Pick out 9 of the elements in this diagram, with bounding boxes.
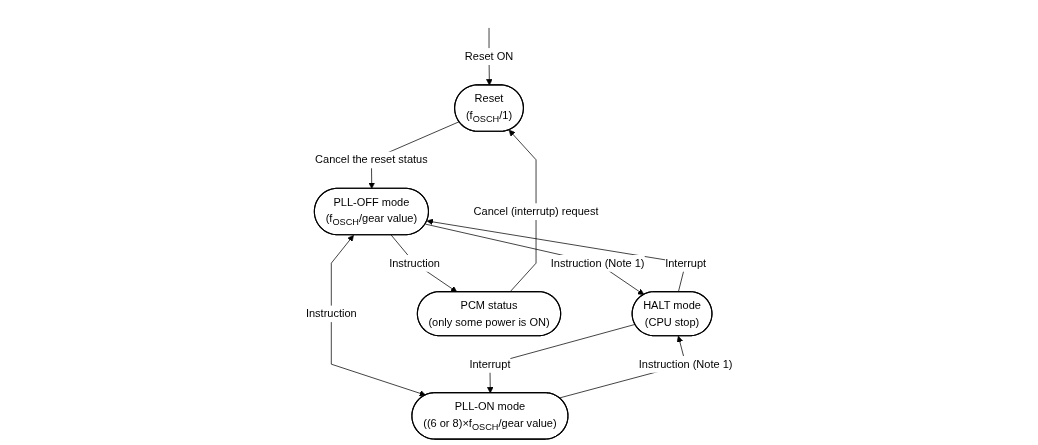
edge-label: Cancel (interrutp) request bbox=[473, 204, 599, 218]
edge-label: Instruction bbox=[305, 306, 357, 320]
edge-label: Interrupt bbox=[664, 256, 706, 269]
edge-label: Instruction (Note 1) bbox=[638, 357, 733, 370]
edge-label: Reset ON bbox=[464, 49, 513, 63]
edge-label: Instruction bbox=[388, 256, 440, 269]
edge-label: Interrupt bbox=[469, 357, 511, 370]
edge-label: Cancel the reset status bbox=[314, 152, 428, 166]
edge-label: Instruction (Note 1) bbox=[550, 256, 645, 269]
